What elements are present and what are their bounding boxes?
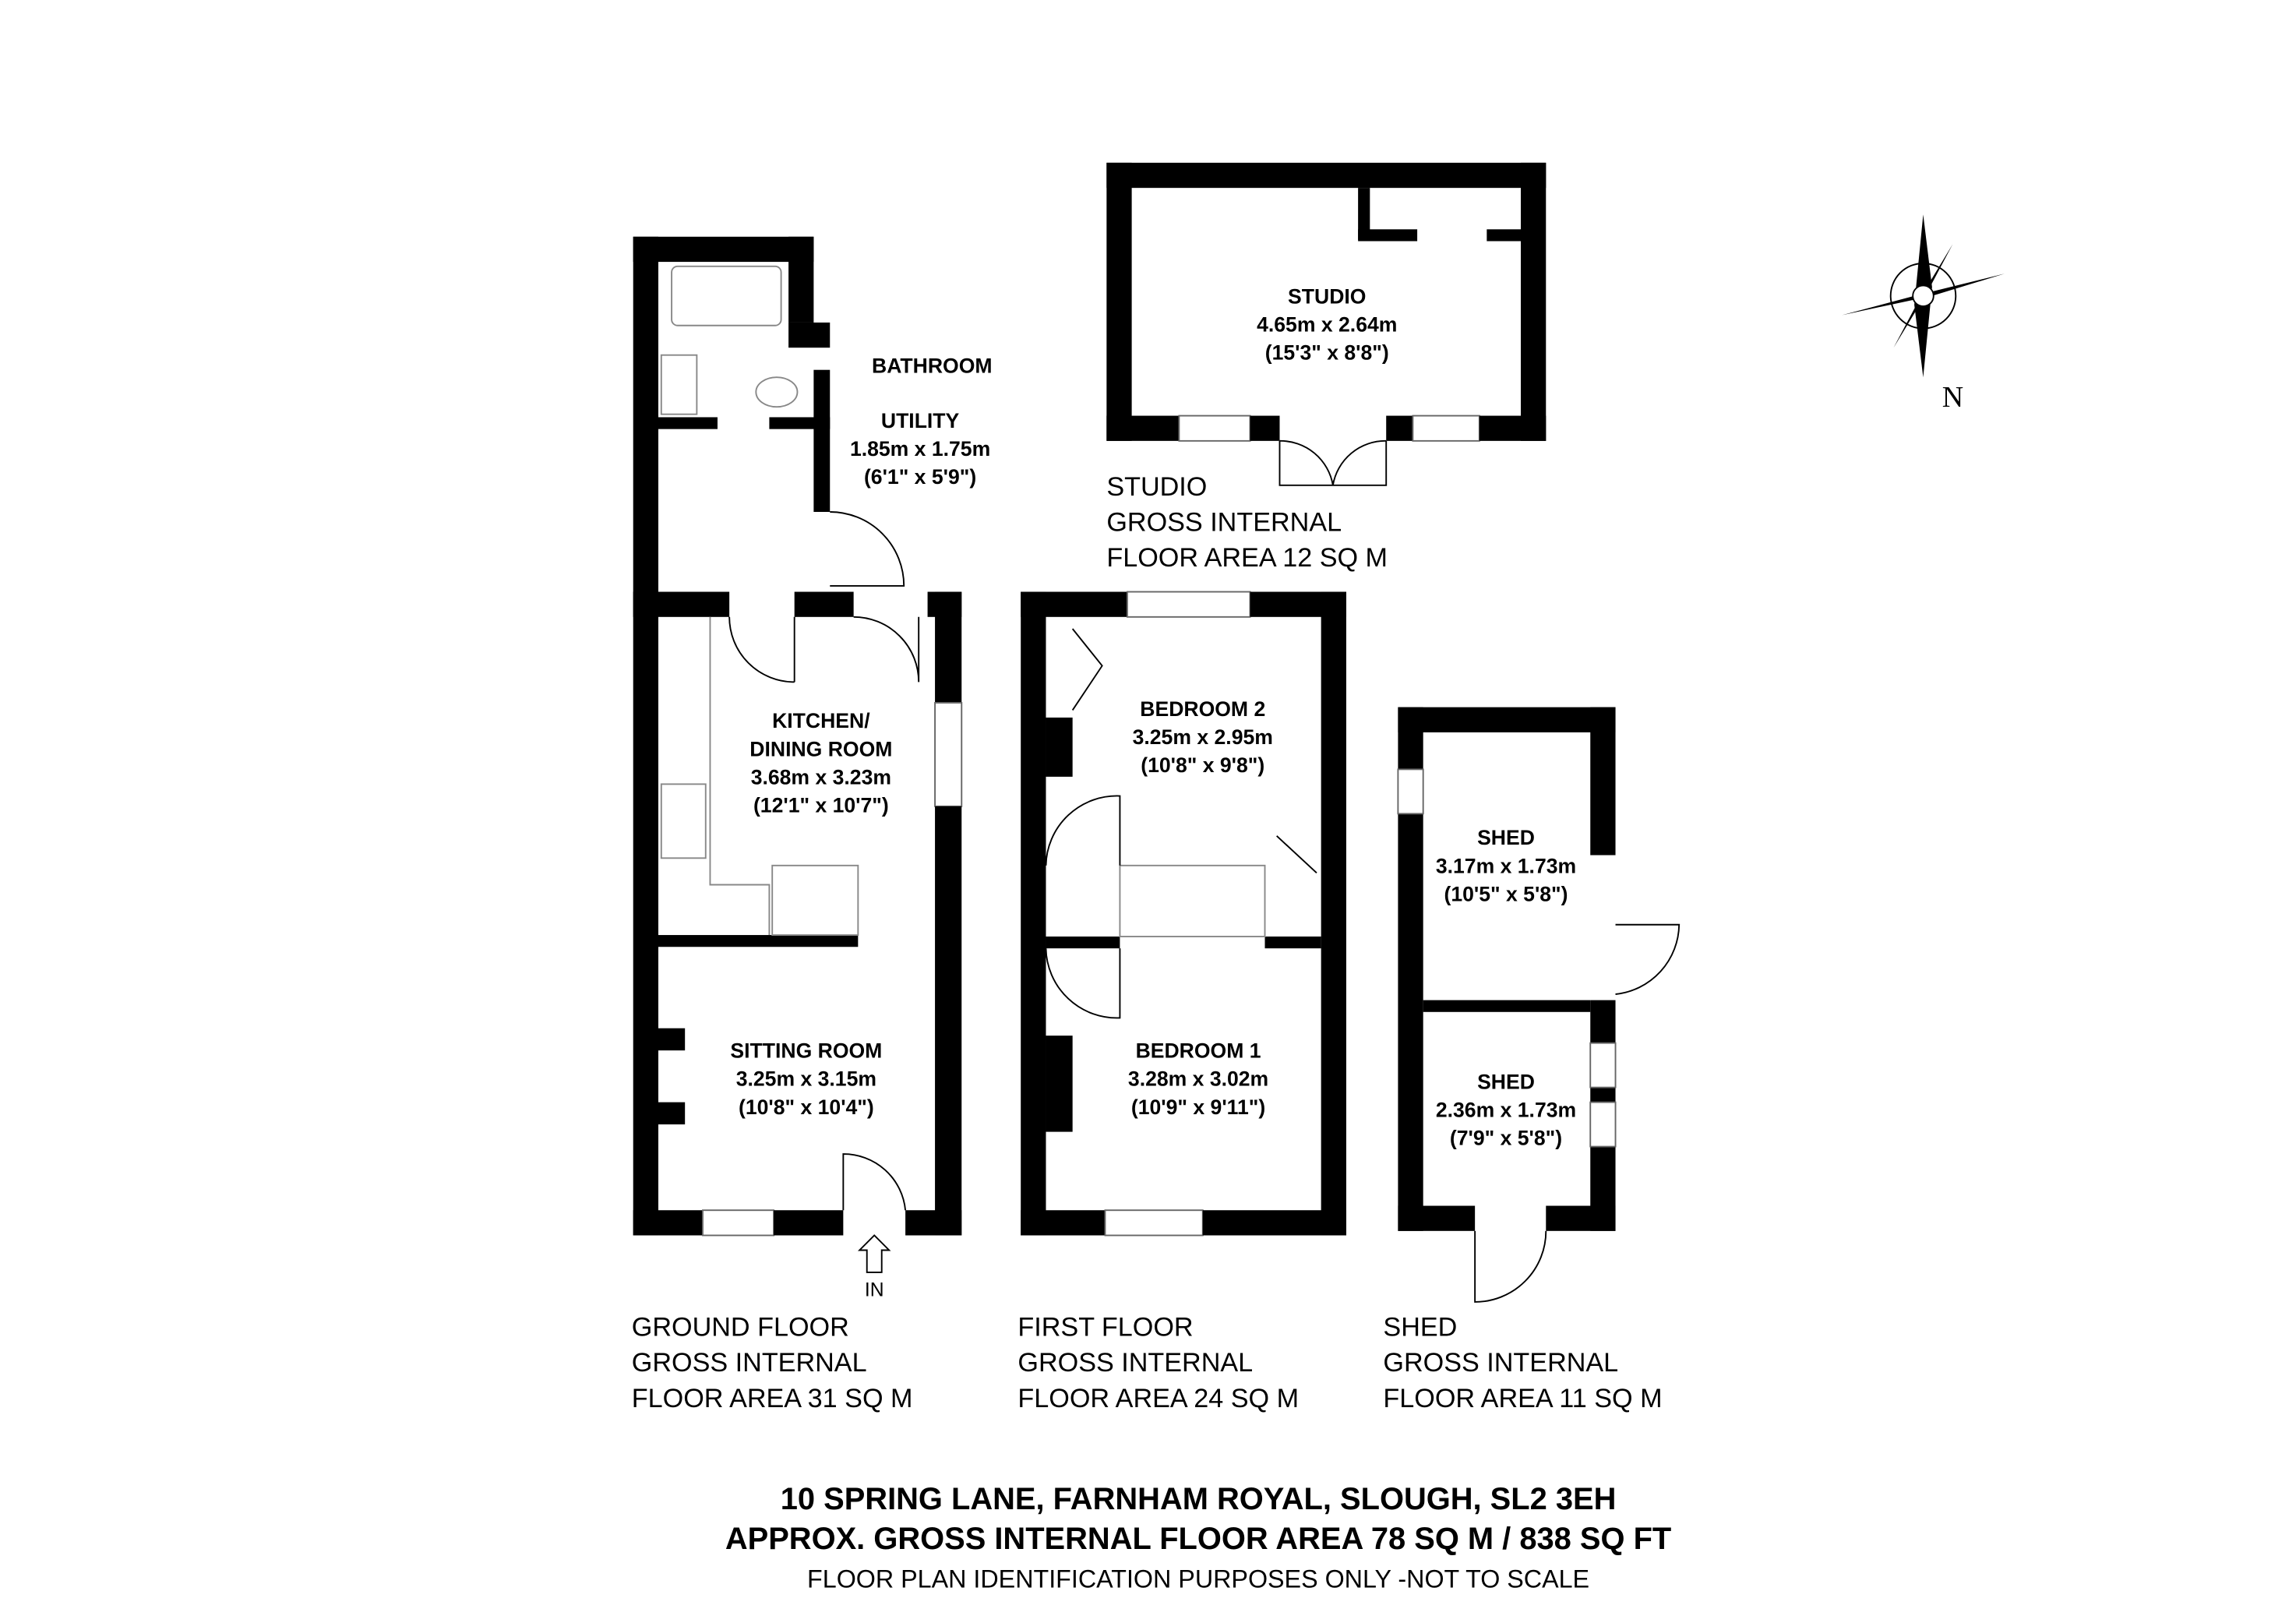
area-line: SHED (1383, 1313, 1457, 1343)
room-imperial: (6'1" x 5'9") (864, 465, 976, 489)
room-studio: STUDIO 4.65m x 2.64m (15'3" x 8'8") (1257, 284, 1397, 364)
room-imperial: (10'5" x 5'8") (1444, 882, 1568, 905)
room-name: UTILITY (881, 409, 960, 432)
room-name: STUDIO (1288, 284, 1366, 308)
room-utility: UTILITY 1.85m x 1.75m (6'1" x 5'9") (850, 409, 990, 489)
shed-plan (1397, 707, 1681, 1303)
ground-floor-plan (633, 236, 963, 1273)
area-line: FIRST FLOOR (1018, 1313, 1193, 1343)
compass-north-label: N (1942, 381, 1963, 414)
room-metric: 3.68m x 3.23m (751, 765, 891, 789)
floor-area-ground: GROUND FLOOR GROSS INTERNAL FLOOR AREA 3… (632, 1313, 913, 1413)
floor-area-first: FIRST FLOOR GROSS INTERNAL FLOOR AREA 24… (1018, 1313, 1299, 1413)
room-imperial: (10'8" x 9'8") (1141, 753, 1264, 777)
floor-area-shed: SHED GROSS INTERNAL FLOOR AREA 11 SQ M (1383, 1313, 1662, 1413)
room-shed-2: SHED 2.36m x 1.73m (7'9" x 5'8") (1436, 1071, 1576, 1150)
room-name: SITTING ROOM (730, 1039, 882, 1063)
room-bedroom-1: BEDROOM 1 3.28m x 3.02m (10'9" x 9'11") (1128, 1039, 1268, 1119)
room-name: BEDROOM 2 (1140, 697, 1265, 721)
floor-area-studio: STUDIO GROSS INTERNAL FLOOR AREA 12 SQ M (1106, 472, 1388, 573)
area-line: GROSS INTERNAL (1106, 508, 1342, 538)
compass-icon (1842, 214, 2005, 378)
room-bedroom-2: BEDROOM 2 3.25m x 2.95m (10'8" x 9'8") (1133, 697, 1273, 777)
room-name: KITCHEN/ (772, 709, 870, 732)
area-line: FLOOR AREA 11 SQ M (1383, 1384, 1662, 1413)
room-metric: 4.65m x 2.64m (1257, 312, 1397, 336)
area-line: GROSS INTERNAL (632, 1348, 867, 1378)
address-title: 10 SPRING LANE, FARNHAM ROYAL, SLOUGH, S… (781, 1482, 1617, 1516)
room-imperial: (10'8" x 10'4") (739, 1096, 874, 1119)
room-metric: 3.25m x 2.95m (1133, 725, 1273, 749)
room-name: SHED (1477, 1071, 1535, 1094)
area-line: GROSS INTERNAL (1383, 1348, 1618, 1378)
area-line: FLOOR AREA 12 SQ M (1106, 543, 1388, 573)
room-metric: 1.85m x 1.75m (850, 437, 990, 460)
area-line: FLOOR AREA 24 SQ M (1018, 1384, 1299, 1413)
disclaimer: FLOOR PLAN IDENTIFICATION PURPOSES ONLY … (807, 1565, 1589, 1593)
room-name: BEDROOM 1 (1136, 1039, 1261, 1063)
area-line: STUDIO (1106, 472, 1207, 502)
area-line: GROUND FLOOR (632, 1313, 849, 1343)
room-imperial: (12'1" x 10'7") (753, 793, 889, 817)
room-sitting: SITTING ROOM 3.25m x 3.15m (10'8" x 10'4… (730, 1039, 882, 1119)
room-metric: 3.28m x 3.02m (1128, 1067, 1268, 1091)
first-floor-plan (1021, 591, 1346, 1237)
room-name: SHED (1477, 826, 1535, 849)
room-metric: 3.25m x 3.15m (736, 1067, 876, 1091)
room-imperial: (10'9" x 9'11") (1131, 1096, 1265, 1119)
room-imperial: (7'9" x 5'8") (1450, 1127, 1562, 1150)
room-metric: 2.36m x 1.73m (1436, 1099, 1576, 1122)
area-line: FLOOR AREA 31 SQ M (632, 1384, 913, 1413)
entrance-label: IN (865, 1279, 884, 1300)
area-line: GROSS INTERNAL (1018, 1348, 1253, 1378)
studio-plan (1106, 162, 1547, 486)
room-kitchen: KITCHEN/ DINING ROOM 3.68m x 3.23m (12'1… (749, 709, 892, 817)
room-imperial: (15'3" x 8'8") (1265, 340, 1389, 364)
room-name-2: DINING ROOM (749, 737, 892, 760)
room-shed-1: SHED 3.17m x 1.73m (10'5" x 5'8") (1436, 826, 1576, 905)
room-label-bathroom: BATHROOM (872, 355, 993, 378)
total-area: APPROX. GROSS INTERNAL FLOOR AREA 78 SQ … (725, 1522, 1671, 1556)
room-metric: 3.17m x 1.73m (1436, 854, 1576, 877)
